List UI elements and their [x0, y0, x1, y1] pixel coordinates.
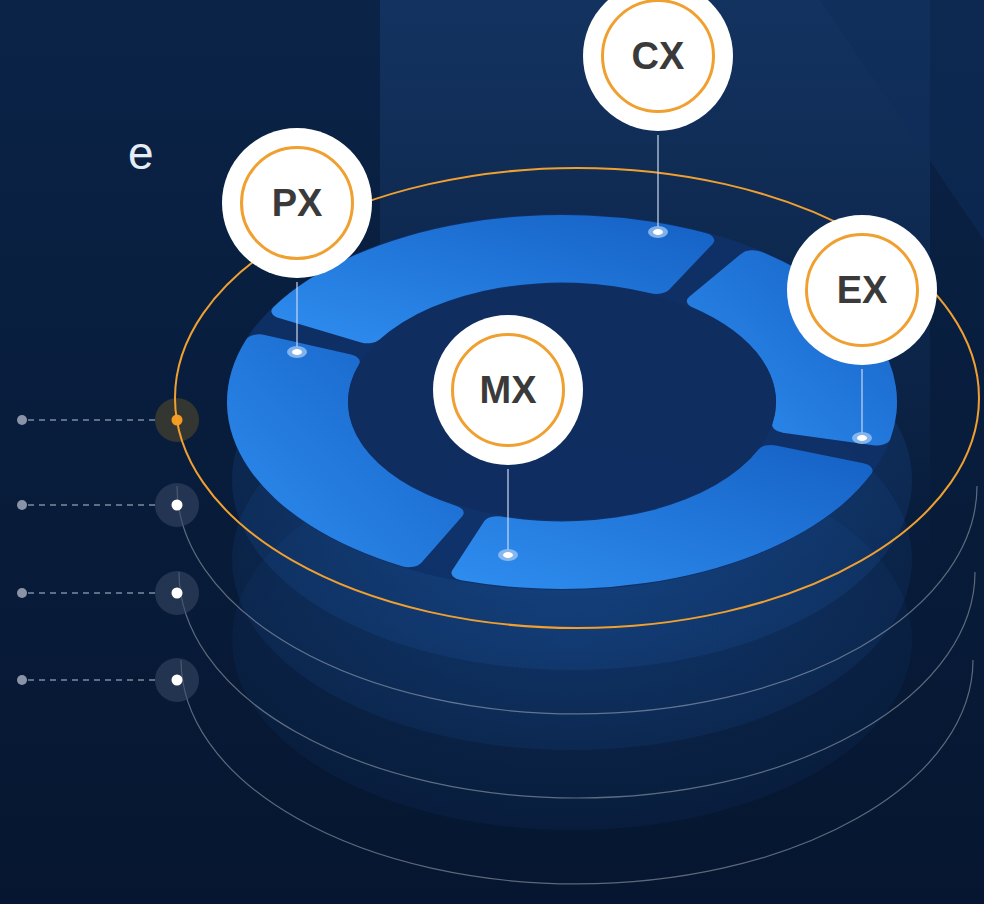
ring-hole — [348, 284, 776, 520]
corner-shade — [820, 0, 984, 240]
anchor-dot — [503, 552, 513, 558]
anchor-dot — [292, 349, 302, 355]
leader-lines — [287, 135, 872, 561]
leader-line — [296, 282, 298, 347]
circle-fill — [222, 128, 372, 278]
marker-dash — [28, 592, 158, 594]
marker-dot — [17, 675, 27, 685]
circle-fill — [583, 0, 733, 131]
marker-point — [172, 588, 183, 599]
anchor-glow — [287, 346, 307, 358]
stage-code: EX — [837, 271, 888, 309]
stage-code: MX — [480, 371, 537, 409]
marker-point — [172, 500, 183, 511]
marker-point — [172, 675, 183, 686]
circle-ring — [807, 235, 918, 346]
anchor-glow — [648, 226, 668, 238]
anchor-glow — [852, 432, 872, 444]
heading-fragment: e — [128, 130, 154, 176]
anchor-dot — [653, 229, 663, 235]
stage-circle: PX — [222, 128, 372, 278]
layer-orbit — [179, 572, 975, 798]
marker-halo — [155, 483, 199, 527]
marker-dot — [17, 415, 27, 425]
circle-fill — [433, 315, 583, 465]
stage-code: CX — [632, 37, 685, 75]
circle-ring — [242, 148, 353, 259]
stage-circle: MX — [433, 315, 583, 465]
circle-ring — [603, 1, 714, 112]
leader-line — [507, 469, 509, 550]
stage-code: PX — [272, 184, 323, 222]
anchor-glow — [498, 549, 518, 561]
circle-fill — [787, 215, 937, 365]
stage-circle: EX — [787, 215, 937, 365]
marker-dot — [17, 500, 27, 510]
layer-markers — [17, 398, 199, 702]
marker-dash — [28, 419, 158, 421]
leader-line — [657, 135, 659, 227]
marker-dot — [17, 588, 27, 598]
marker-halo — [155, 658, 199, 702]
anchor-dot — [857, 435, 867, 441]
marker-halo — [155, 571, 199, 615]
stage-circle: CX — [583, 0, 733, 131]
marker-dash — [28, 679, 158, 681]
circle-ring — [453, 335, 564, 446]
layer-orbit — [181, 660, 973, 884]
leader-line — [861, 369, 863, 433]
marker-dash — [28, 504, 158, 506]
